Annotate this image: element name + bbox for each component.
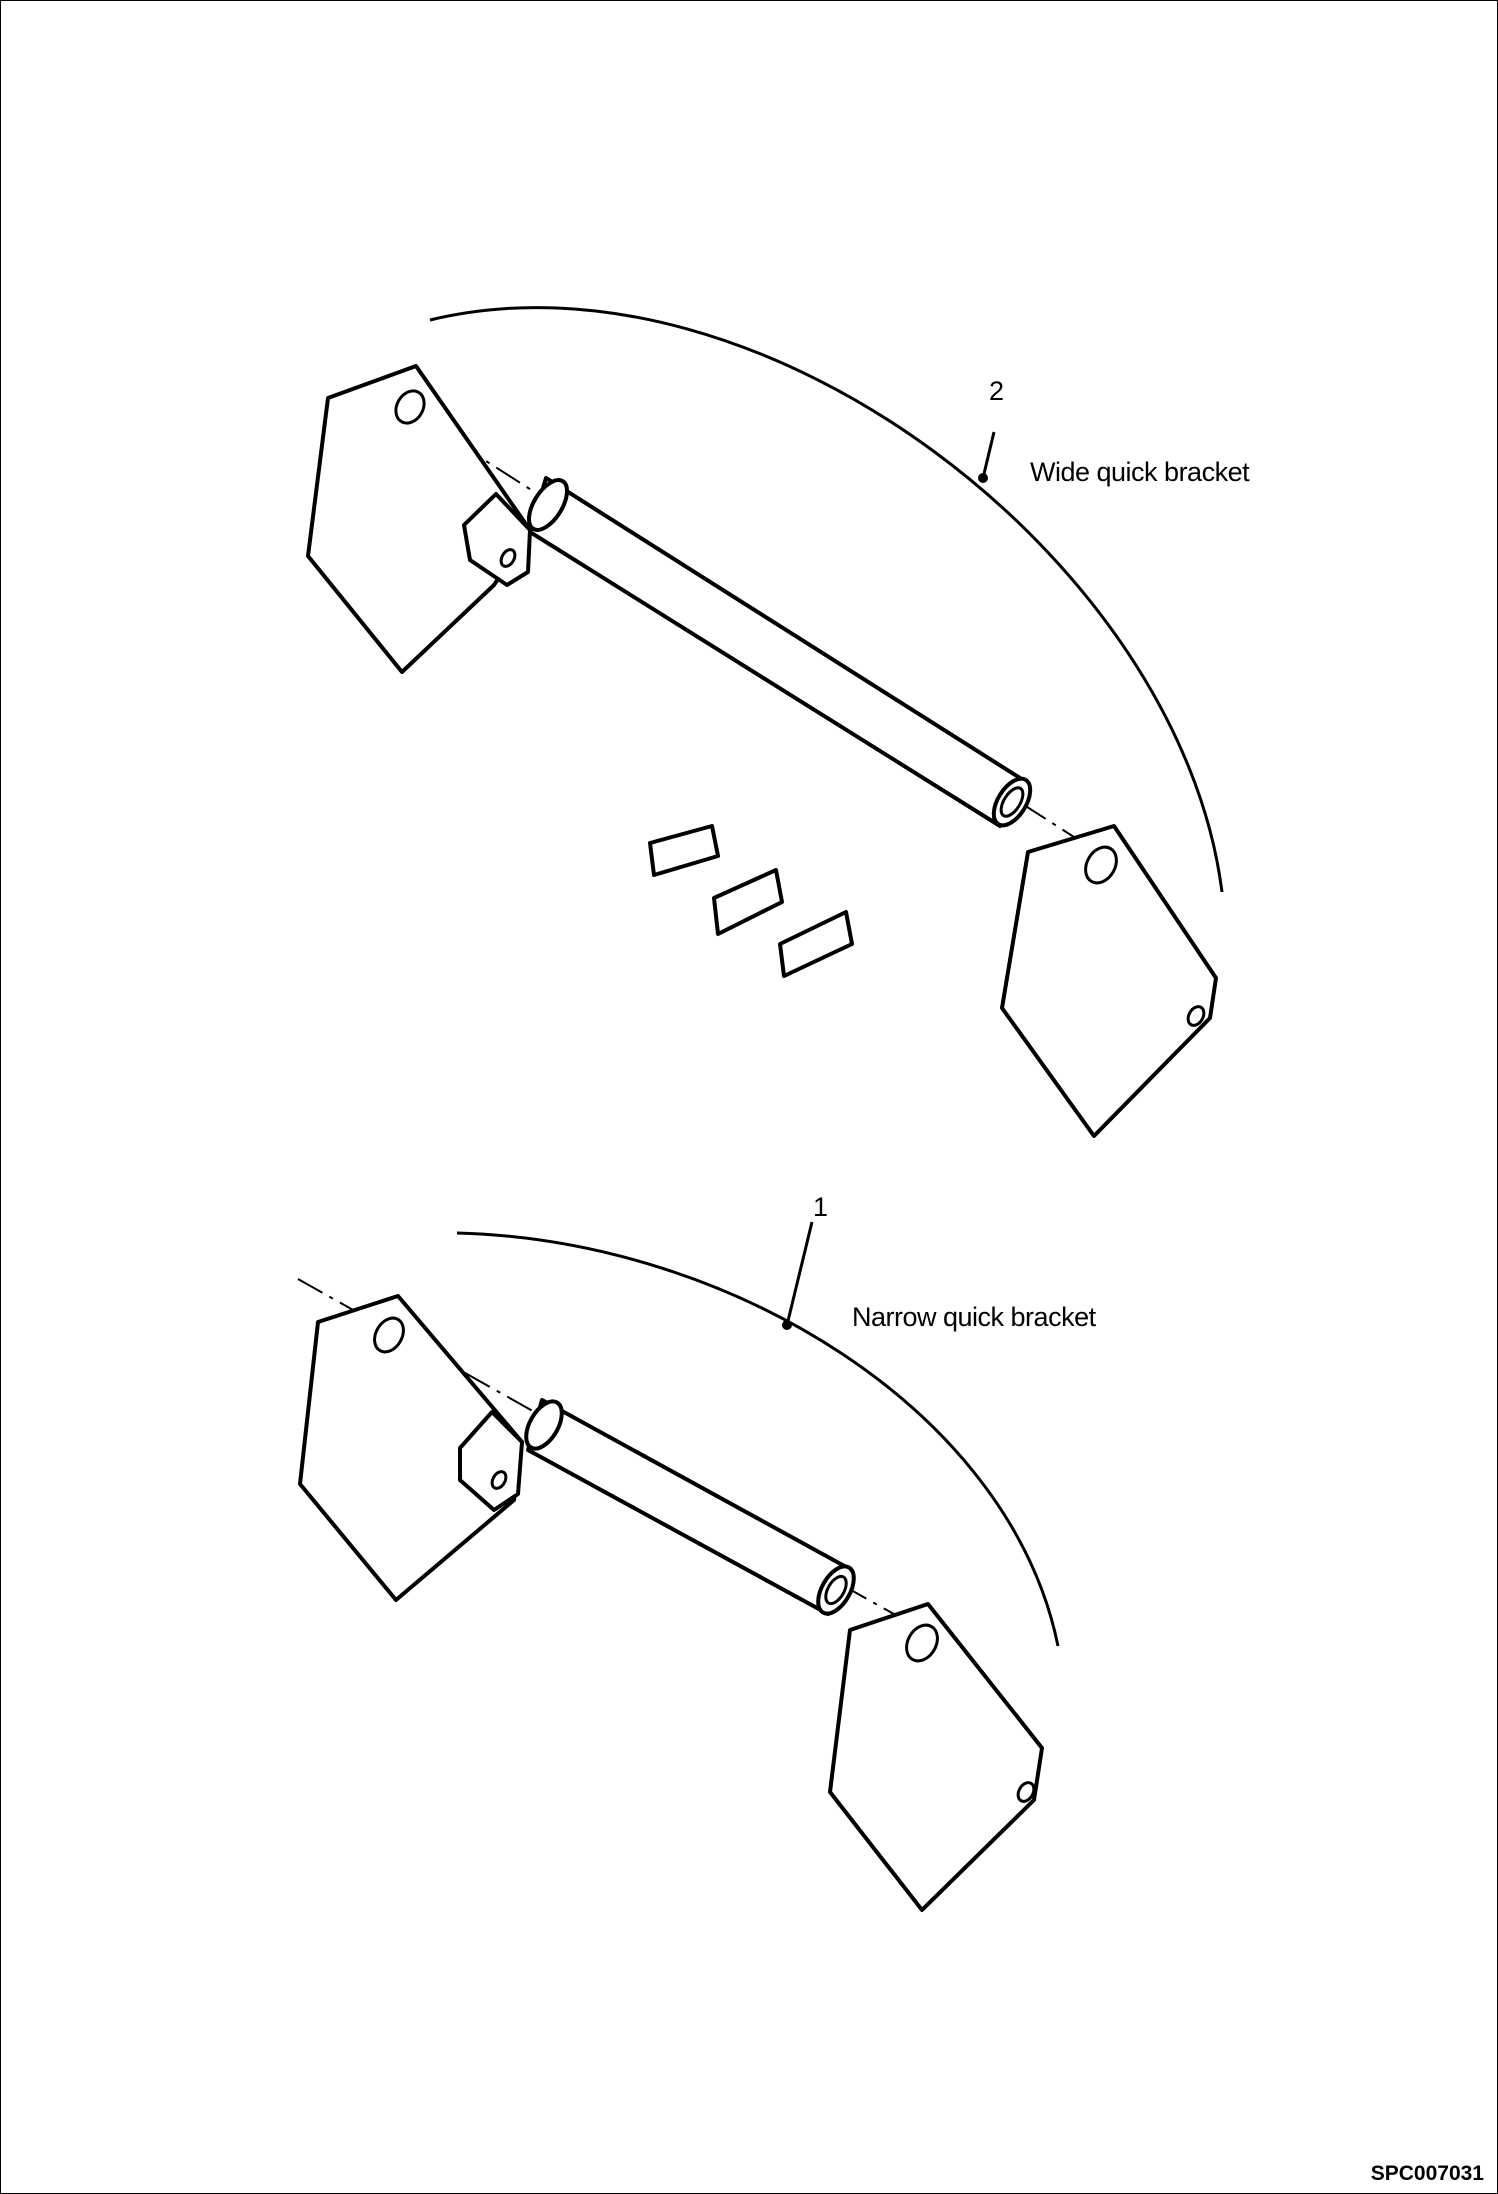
wide-bracket-label: Wide quick bracket [1030, 457, 1250, 487]
wide-bracket-shim-3 [778, 910, 854, 978]
wide-bracket-pin [528, 476, 1022, 828]
wide-bracket-right-plate [1000, 824, 1218, 1138]
narrow-bracket-pin [526, 1398, 850, 1616]
narrow-bracket-pin-bore [824, 1574, 848, 1606]
wide-bracket-shim-2 [712, 868, 784, 936]
narrow-bracket-leader-dot [782, 1320, 792, 1330]
narrow-bracket-right-plate-small-hole [1016, 1781, 1036, 1803]
wide-bracket-pin-bore [999, 786, 1025, 818]
wide-bracket-left-plate-hole [394, 389, 426, 425]
figure-code: SPC007031 [1370, 2162, 1484, 2185]
wide-bracket-right-plate-small-hole [1186, 1005, 1206, 1027]
wide-bracket-leader-line [981, 431, 996, 479]
wide-quick-bracket-assembly [306, 306, 1224, 1138]
narrow-bracket-left-lug-hole [490, 1470, 508, 1490]
wide-bracket-group-arc [429, 306, 1224, 893]
narrow-bracket-right-plate [828, 1602, 1044, 1912]
wide-bracket-callout-number: 2 [989, 376, 1005, 406]
narrow-bracket-group-arc [456, 1231, 1060, 1647]
wide-bracket-right-plate-hole [1084, 845, 1118, 885]
wide-bracket-left-lug-hole [499, 548, 517, 568]
narrow-quick-bracket-assembly [297, 1221, 1060, 1912]
narrow-bracket-leader-line [785, 1221, 814, 1326]
narrow-bracket-label: Narrow quick bracket [852, 1302, 1096, 1332]
narrow-bracket-left-plate [298, 1294, 524, 1602]
wide-bracket-shim-1-edge [648, 841, 656, 877]
narrow-bracket-pin-near-end [524, 1399, 564, 1451]
wide-bracket-shim-1 [648, 824, 720, 877]
narrow-bracket-left-plate-hole [373, 1316, 405, 1354]
narrow-bracket-callout-number: 1 [813, 1192, 829, 1222]
wide-bracket-pin-near-end [526, 478, 570, 532]
wide-bracket-leader-dot [978, 473, 988, 483]
wide-bracket-left-plate [306, 364, 532, 674]
narrow-bracket-left-lug [458, 1410, 524, 1512]
narrow-bracket-right-plate-hole [905, 1623, 939, 1663]
